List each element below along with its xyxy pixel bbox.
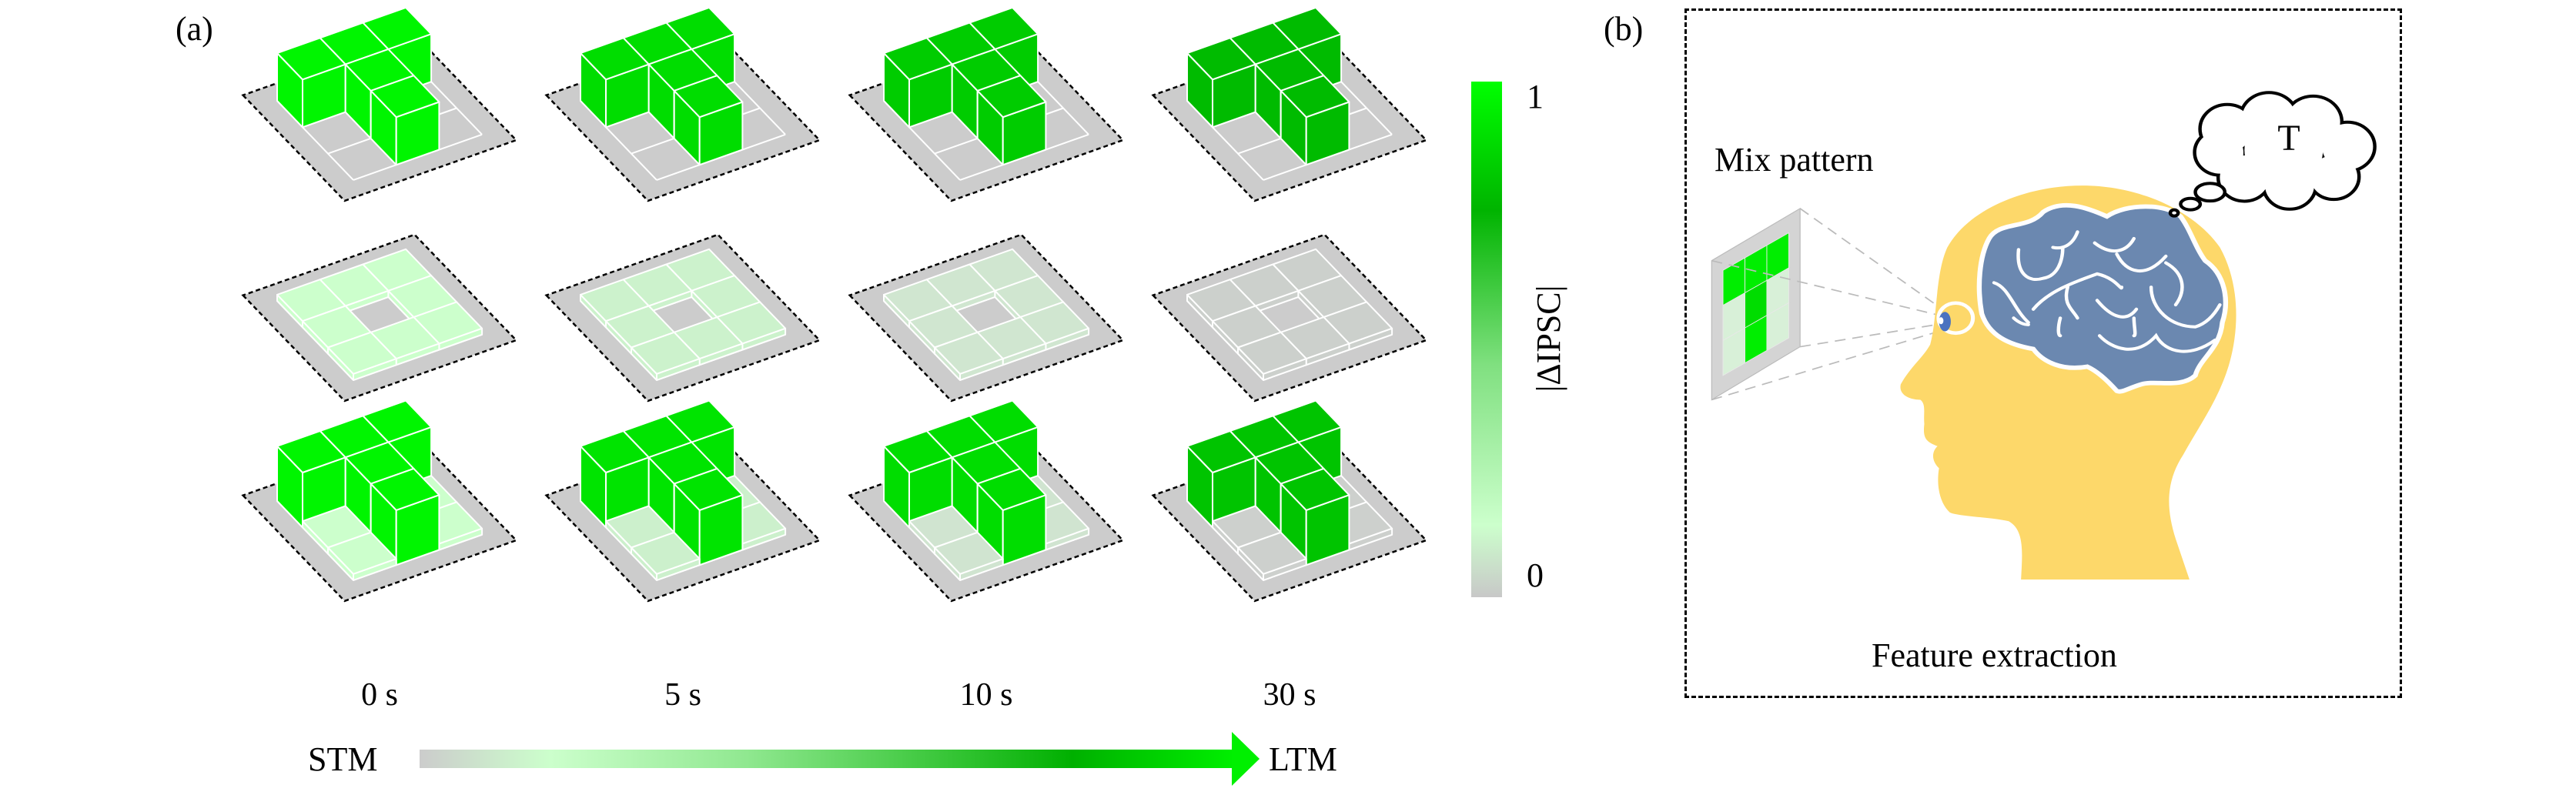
cube (1186, 430, 1256, 529)
time-label-5s: 5 s (664, 677, 701, 713)
arrow-head-icon (1232, 732, 1260, 786)
base-plate (544, 233, 821, 403)
panel-b-label: (b) (1604, 10, 1644, 48)
plate-r2-10s (848, 233, 1125, 403)
plate-r2-5s (544, 233, 821, 403)
time-label-0s: 0 s (361, 677, 398, 713)
cube (1280, 75, 1350, 166)
head-illustration (1711, 91, 2377, 580)
cube-top (976, 75, 1047, 119)
cloud-fill (2310, 155, 2357, 199)
tile (934, 331, 1004, 381)
time-label-30s: 30 s (1263, 677, 1316, 713)
plate-r3-5s (544, 399, 821, 603)
cube (370, 75, 440, 166)
tile (631, 331, 701, 381)
cube-top (1280, 467, 1350, 511)
plate-r1-10s (848, 6, 1125, 202)
pattern-cell-off (1766, 302, 1789, 352)
colorbar-max-label: 1 (1527, 78, 1544, 115)
cube-top (370, 467, 440, 511)
cube (1186, 37, 1256, 129)
plate-r3-10s (848, 399, 1125, 603)
tile (631, 531, 701, 581)
cube (673, 467, 744, 566)
plate-r1-0s (241, 6, 518, 202)
tile (327, 331, 397, 381)
cube (1280, 467, 1350, 566)
sight-lines (1711, 208, 1937, 401)
tile (1237, 531, 1307, 581)
colorbar-min-label: 0 (1527, 556, 1544, 594)
thought-bubble-icon (2193, 91, 2377, 211)
cube (370, 467, 440, 566)
cube-top (673, 467, 744, 511)
time-label-10s: 10 s (959, 677, 1013, 713)
cube (673, 75, 744, 166)
tile (1237, 331, 1307, 381)
cube (976, 75, 1047, 166)
colorbar (1471, 82, 1502, 597)
plate-r3-30s (1151, 399, 1428, 603)
tile-top (1237, 531, 1307, 575)
plate-r2-30s (1151, 233, 1428, 403)
cube-top (370, 75, 440, 119)
cloud-fill (2196, 131, 2244, 174)
eye-icon (1936, 301, 1975, 336)
tile-top (934, 331, 1004, 375)
cube (580, 37, 650, 129)
tile-top (934, 531, 1004, 575)
cube-top (1280, 75, 1350, 119)
tile-top (631, 531, 701, 575)
brain-folds (1992, 230, 2222, 353)
tile-top (327, 531, 397, 575)
tile-top (327, 331, 397, 375)
panel-a-label: (a) (176, 10, 213, 48)
plate-r1-30s (1151, 6, 1428, 202)
stm-label: STM (308, 740, 378, 778)
base-plate (848, 233, 1125, 403)
plate-r2-0s (241, 233, 518, 403)
feature-extraction-caption: Feature extraction (1872, 636, 2117, 674)
thought-trail-icon (2168, 182, 2227, 218)
tile (327, 531, 397, 581)
plate-r3-0s (241, 399, 518, 603)
cube-top (673, 75, 744, 119)
base-plate (1151, 233, 1428, 403)
mix-pattern-label: Mix pattern (1715, 141, 1874, 179)
cube (276, 37, 346, 129)
stm-ltm-arrow-bar (420, 750, 1236, 768)
thought-text: T (2277, 118, 2300, 159)
feature-extraction-box (1684, 8, 2402, 698)
colorbar-title: |ΔIPSC| (1530, 285, 1567, 392)
tile-top (631, 331, 701, 375)
cube-grid-panels (241, 6, 1428, 603)
ltm-label: LTM (1269, 740, 1337, 778)
tile-top (1237, 331, 1307, 375)
base-plate (241, 233, 518, 403)
cube-top (976, 467, 1047, 511)
mix-pattern-display (1711, 207, 1801, 401)
tile (934, 531, 1004, 581)
cube (883, 37, 953, 129)
plate-r1-5s (544, 6, 821, 202)
cloud-fill (2244, 115, 2323, 186)
cube (276, 430, 346, 529)
